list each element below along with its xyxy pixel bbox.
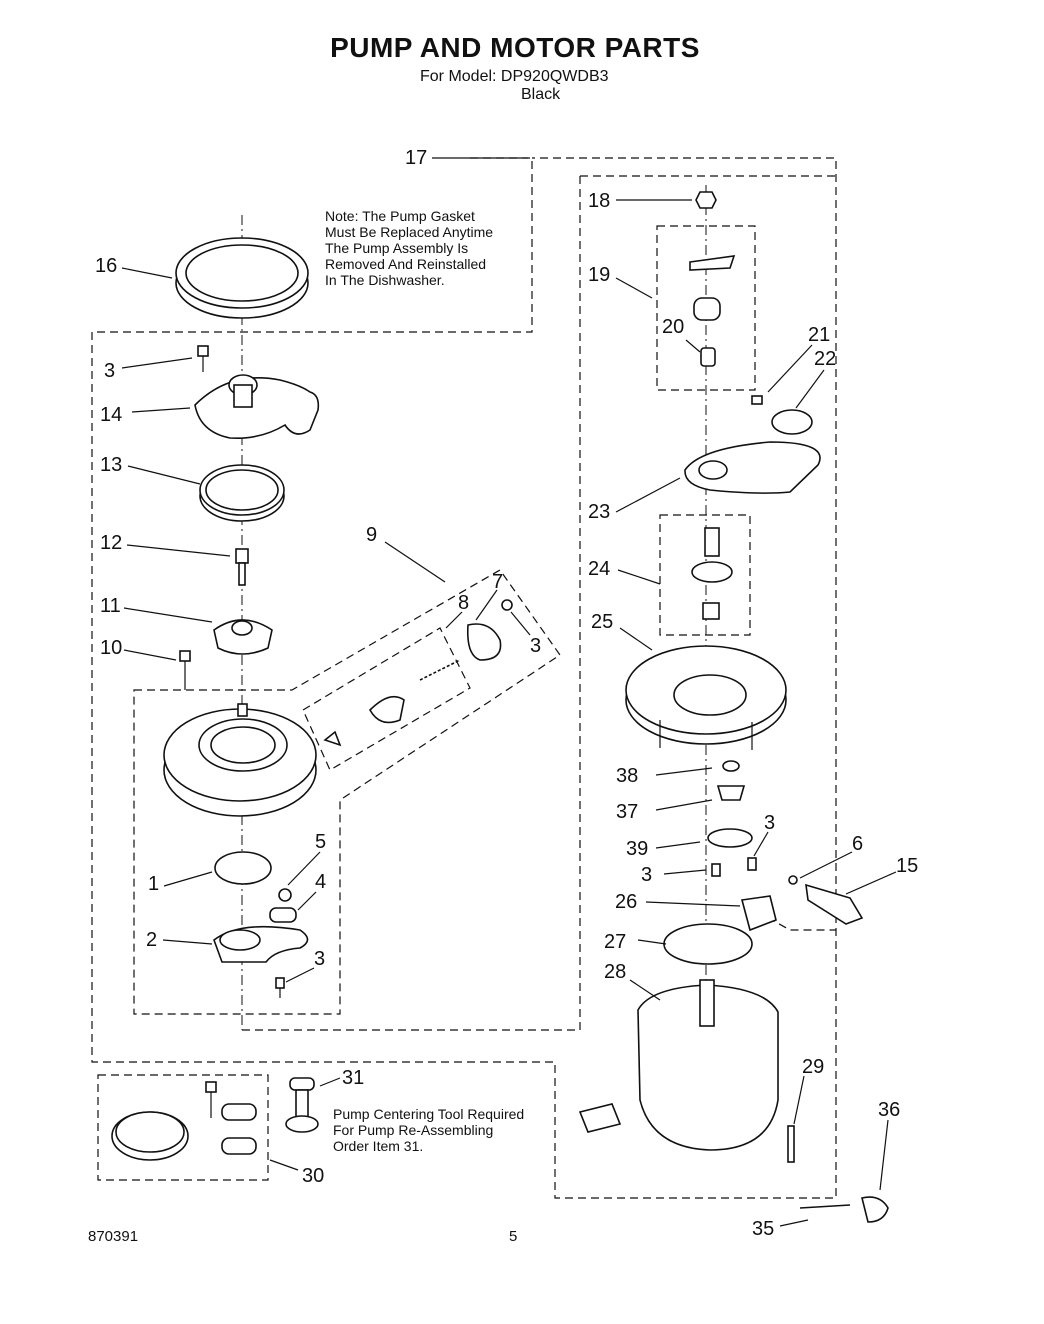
gasket-kit-part-30 <box>111 1081 257 1161</box>
centering-tool-note: Pump Centering Tool Required For Pump Re… <box>333 1106 525 1154</box>
check-ball-part <box>269 888 297 923</box>
callout-24: 24 <box>588 558 610 580</box>
impeller-screw-part <box>235 548 249 586</box>
callout-3e: 3 <box>764 812 775 834</box>
page-number: 5 <box>509 1228 518 1245</box>
outline-pump-link <box>242 332 581 1031</box>
motor-part-28 <box>578 979 779 1151</box>
callout-37: 37 <box>616 801 638 823</box>
callout-leaders <box>121 157 897 1227</box>
outline-item-24 <box>659 514 751 636</box>
callout-28: 28 <box>604 961 626 983</box>
callout-15: 15 <box>896 855 918 877</box>
callout-26: 26 <box>615 891 637 913</box>
callout-39: 39 <box>626 838 648 860</box>
outline-item-30 <box>97 1074 269 1181</box>
model-line: For Model: DP920QWDB3 <box>420 68 609 85</box>
callout-2: 2 <box>146 929 157 951</box>
callout-17: 17 <box>405 147 427 169</box>
callout-6: 6 <box>852 833 863 855</box>
page-title: PUMP AND MOTOR PARTS <box>330 32 700 63</box>
callout-21: 21 <box>808 324 830 346</box>
drain-parts-35-36 <box>799 1196 889 1223</box>
document-number: 870391 <box>88 1228 139 1245</box>
callout-3a: 3 <box>104 360 115 382</box>
gasket-note: Note: The Pump Gasket Must Be Replaced A… <box>325 208 494 288</box>
motor-mount-part-25 <box>625 645 787 750</box>
shaft-seal-part-24 <box>691 527 733 620</box>
callout-labels: 17 16 3 14 13 12 11 10 9 8 7 3 1 2 5 4 3… <box>95 147 918 1240</box>
callout-3d: 3 <box>641 864 652 886</box>
outline-valve-group <box>302 627 471 771</box>
callout-29: 29 <box>802 1056 824 1078</box>
callout-11: 11 <box>100 595 121 617</box>
small-parts-21-22 <box>751 395 813 435</box>
outline-pump-housing <box>133 569 561 1015</box>
callout-10: 10 <box>100 637 122 659</box>
callout-30: 30 <box>302 1165 324 1187</box>
callout-3c: 3 <box>314 948 325 970</box>
callout-20: 20 <box>662 316 684 338</box>
callout-38: 38 <box>616 765 638 787</box>
pump-base-part <box>213 925 309 963</box>
callout-1: 1 <box>148 873 159 895</box>
callout-22: 22 <box>814 348 836 370</box>
cover-plate-part <box>194 374 320 440</box>
callout-19: 19 <box>588 264 610 286</box>
color-line: Black <box>521 86 561 103</box>
screw-part <box>197 345 209 372</box>
callout-14: 14 <box>100 404 122 426</box>
seal-ring-part <box>199 464 285 522</box>
pump-gasket-part <box>175 237 309 319</box>
callout-13: 13 <box>100 454 122 476</box>
valve-parts <box>323 599 513 747</box>
callout-36: 36 <box>878 1099 900 1121</box>
assembly-outlines <box>91 157 837 1199</box>
outline-main-assembly <box>91 157 837 1199</box>
impeller-part <box>213 619 273 655</box>
small-parts-37-39 <box>707 760 757 877</box>
callout-4: 4 <box>315 871 326 893</box>
connector-part-26 <box>740 895 777 932</box>
callout-5: 5 <box>315 831 326 853</box>
filter-screen-part <box>214 851 272 885</box>
callout-7: 7 <box>492 571 503 593</box>
disc-part-27 <box>663 923 753 965</box>
callout-31: 31 <box>342 1067 364 1089</box>
pump-housing-part <box>163 703 317 817</box>
callout-9: 9 <box>366 524 377 546</box>
callout-18: 18 <box>588 190 610 212</box>
callout-35: 35 <box>752 1218 774 1240</box>
callout-8: 8 <box>458 592 469 614</box>
motor-plate-part-23 <box>684 441 821 494</box>
callout-16: 16 <box>95 255 117 277</box>
callout-3b: 3 <box>530 635 541 657</box>
screw-part-3b <box>275 977 285 998</box>
callout-12: 12 <box>100 532 122 554</box>
bolt-part-29 <box>787 1125 795 1163</box>
agitator-parts-19 <box>689 255 736 367</box>
sensor-part-15 <box>788 875 864 925</box>
centering-tool-part-31 <box>285 1077 319 1133</box>
screw-part-10 <box>179 650 191 690</box>
callout-23: 23 <box>588 501 610 523</box>
callout-27: 27 <box>604 931 626 953</box>
nut-part-18 <box>695 191 717 209</box>
callout-25: 25 <box>591 611 613 633</box>
outline-item-19 <box>656 225 756 391</box>
